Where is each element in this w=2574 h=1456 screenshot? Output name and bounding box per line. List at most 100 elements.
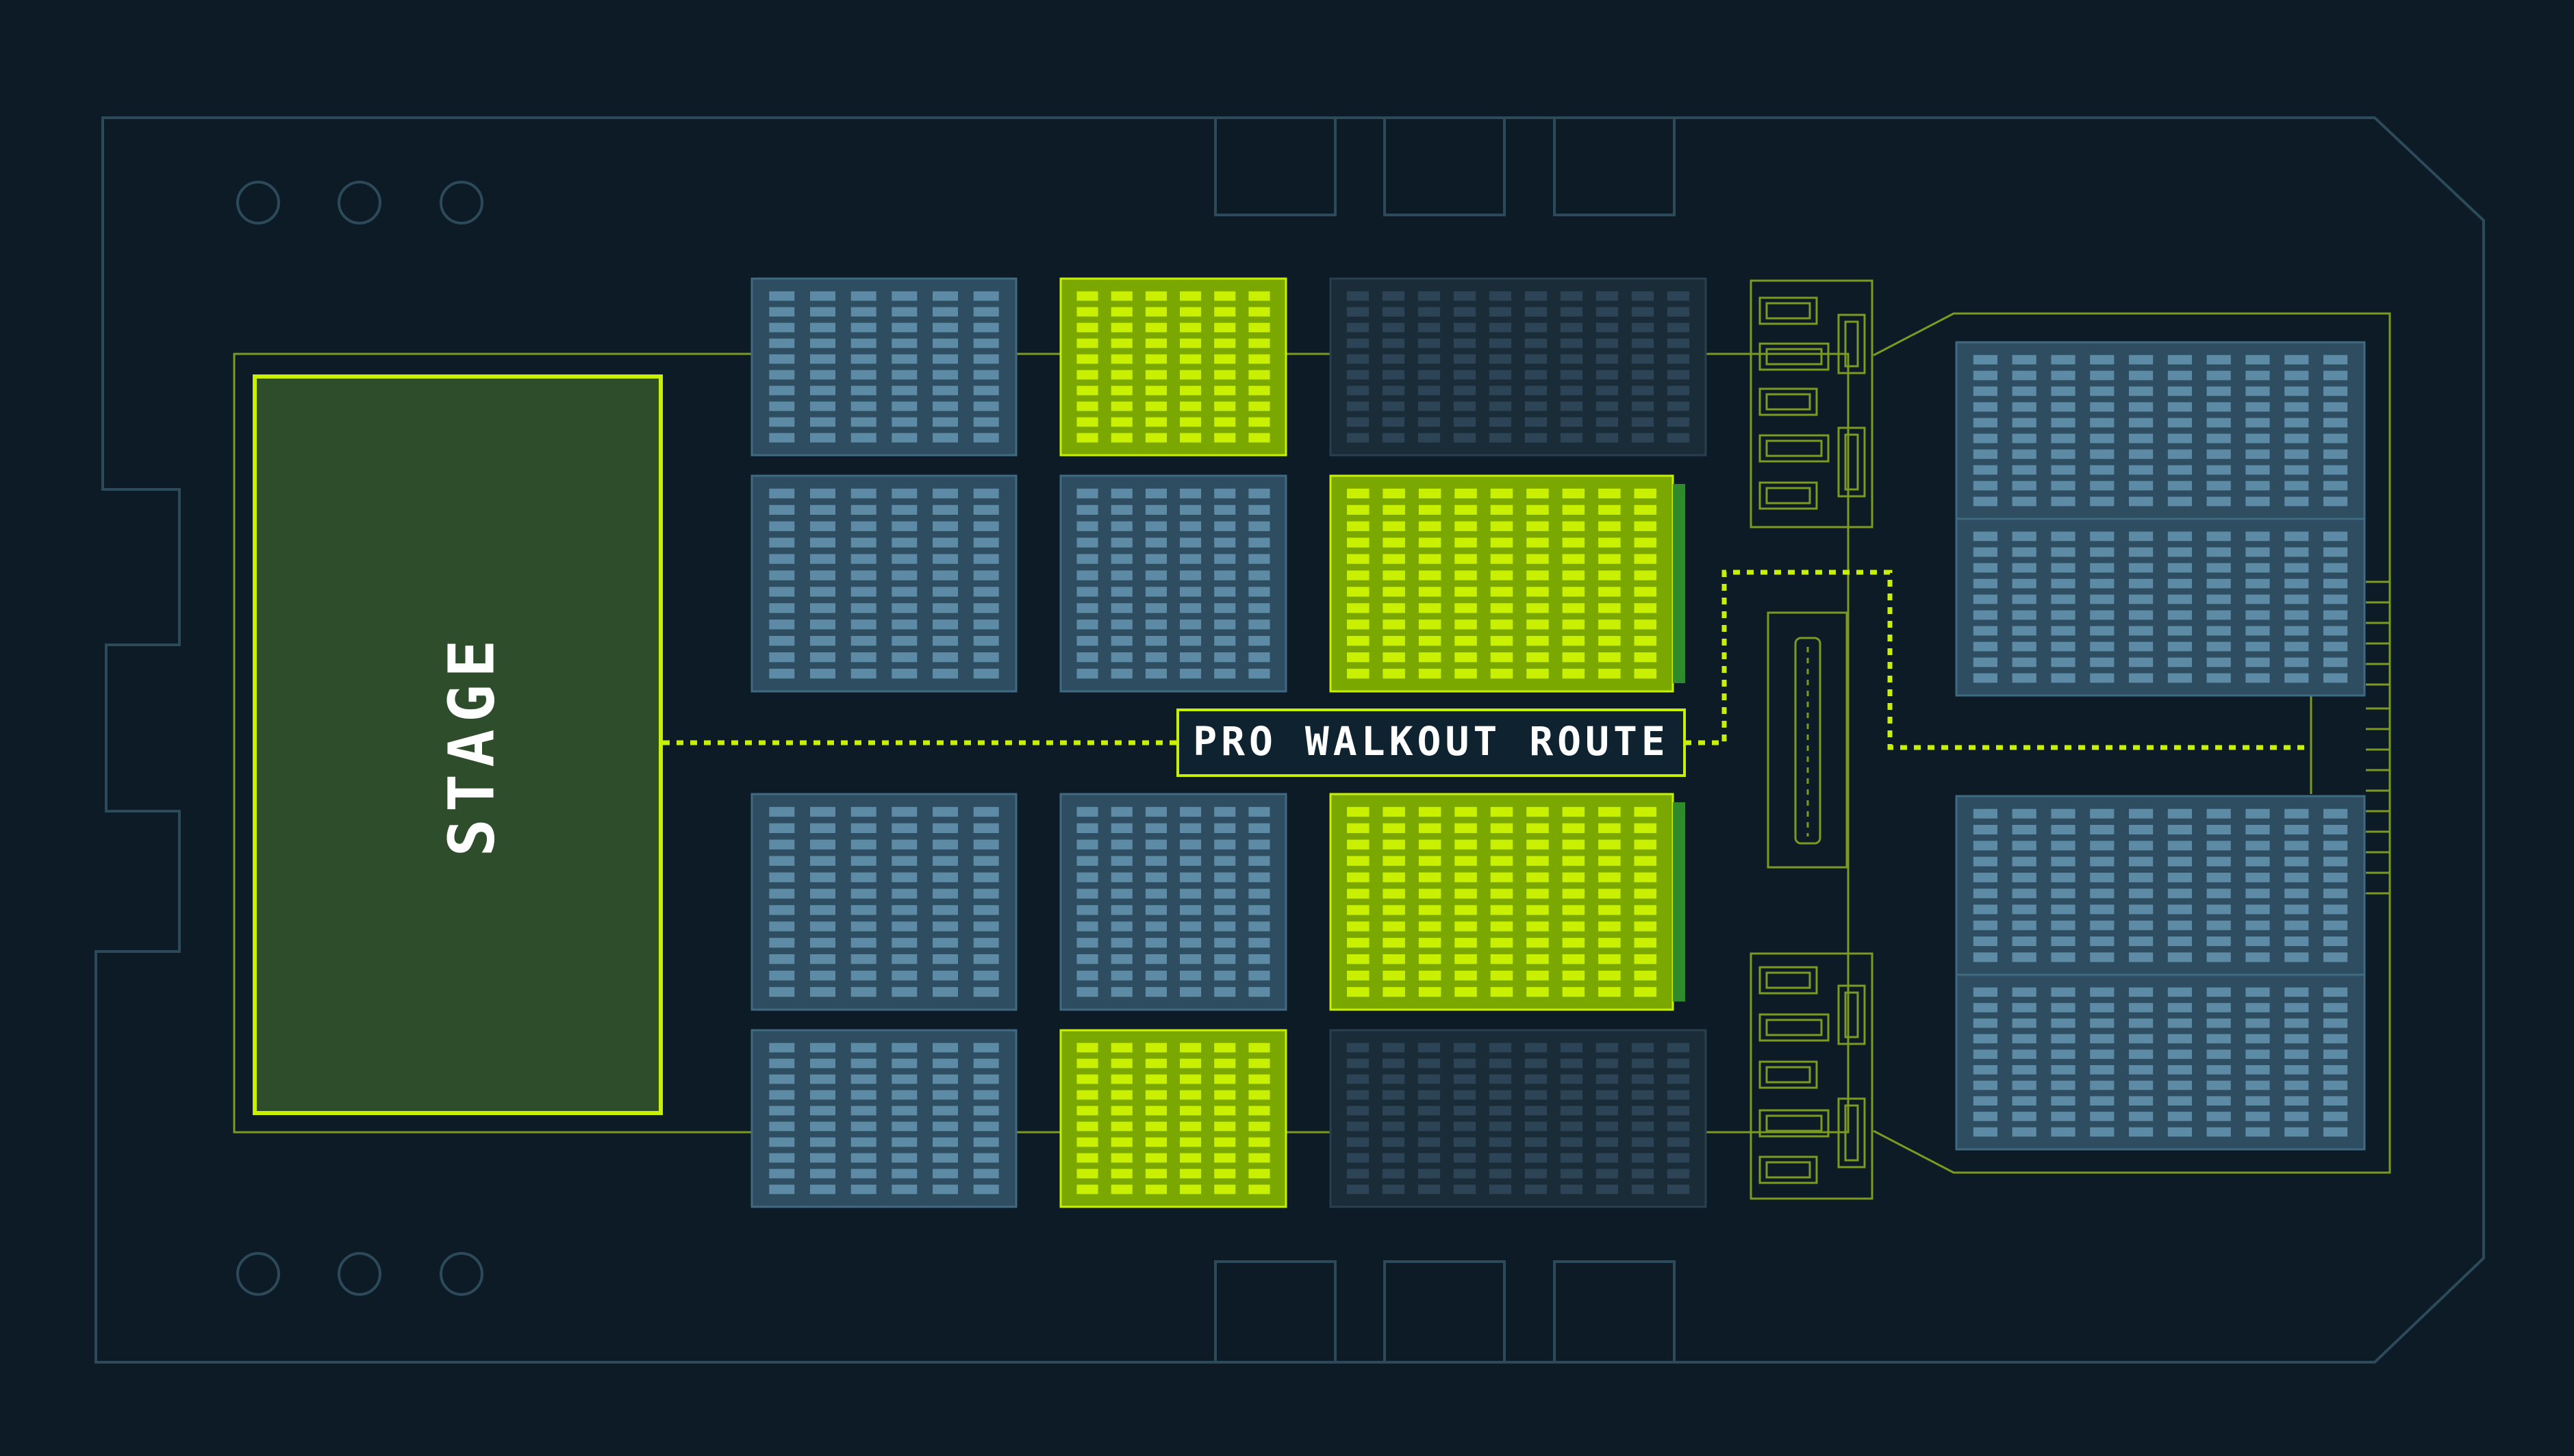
seat[interactable] [1346, 1058, 1370, 1069]
seat[interactable] [1562, 839, 1585, 850]
seat[interactable] [1526, 954, 1549, 965]
seat-block-mid-upper-floor[interactable] [1329, 474, 1685, 693]
seat[interactable] [1076, 338, 1098, 348]
seat[interactable] [2090, 563, 2115, 573]
seat[interactable] [973, 889, 999, 899]
seat[interactable] [1598, 921, 1621, 932]
seat[interactable] [2051, 594, 2075, 604]
seat[interactable] [1598, 620, 1621, 630]
seat[interactable] [1111, 1074, 1133, 1084]
seat[interactable] [1490, 603, 1513, 613]
seat[interactable] [1631, 1090, 1654, 1100]
seat[interactable] [1076, 1121, 1098, 1132]
seat[interactable] [2051, 1080, 2075, 1090]
seat[interactable] [1383, 905, 1405, 915]
seat[interactable] [2245, 1080, 2270, 1090]
seat[interactable] [1248, 636, 1270, 646]
seat[interactable] [850, 938, 876, 948]
seat[interactable] [1490, 954, 1513, 965]
seat[interactable] [1562, 921, 1585, 932]
seat[interactable] [1347, 823, 1370, 833]
seat[interactable] [850, 839, 876, 850]
seat[interactable] [2167, 547, 2192, 557]
seat[interactable] [1634, 971, 1657, 981]
seat[interactable] [1076, 603, 1098, 613]
seat[interactable] [2167, 578, 2192, 589]
seat[interactable] [1598, 668, 1621, 679]
seat[interactable] [1524, 1168, 1548, 1179]
seat[interactable] [1180, 401, 1202, 411]
seat[interactable] [1214, 322, 1236, 333]
seat[interactable] [1417, 1168, 1441, 1179]
seat[interactable] [1595, 1153, 1619, 1163]
seat[interactable] [1595, 1137, 1619, 1147]
seat[interactable] [1418, 587, 1441, 597]
seat[interactable] [973, 338, 999, 348]
seat[interactable] [1560, 354, 1583, 364]
seat[interactable] [1973, 1096, 1997, 1106]
seat[interactable] [2245, 808, 2270, 819]
seat[interactable] [810, 954, 835, 965]
seat[interactable] [810, 856, 835, 866]
seat[interactable] [973, 385, 999, 396]
seat[interactable] [2284, 936, 2309, 947]
seat[interactable] [933, 1074, 958, 1084]
seat[interactable] [1145, 291, 1167, 301]
seat[interactable] [1214, 905, 1236, 915]
seat[interactable] [810, 401, 835, 411]
seat[interactable] [1076, 307, 1098, 317]
seat[interactable] [1526, 889, 1549, 899]
seat[interactable] [1076, 620, 1098, 630]
seat[interactable] [1145, 856, 1167, 866]
seat[interactable] [1111, 652, 1133, 663]
seat[interactable] [2323, 449, 2348, 459]
seat[interactable] [1667, 401, 1690, 411]
seat[interactable] [1383, 537, 1405, 548]
seat[interactable] [892, 806, 918, 817]
seat[interactable] [1524, 1106, 1548, 1116]
seat[interactable] [1383, 603, 1405, 613]
seat[interactable] [1076, 954, 1098, 965]
seat[interactable] [2245, 1096, 2270, 1106]
seat[interactable] [2051, 987, 2075, 997]
seat[interactable] [892, 385, 918, 396]
seat[interactable] [2012, 1018, 2036, 1028]
seat[interactable] [892, 322, 918, 333]
seat[interactable] [1180, 570, 1202, 580]
seat[interactable] [2245, 370, 2270, 381]
seat[interactable] [1111, 354, 1133, 364]
seat[interactable] [2051, 547, 2075, 557]
seat[interactable] [1631, 1153, 1654, 1163]
seat[interactable] [973, 537, 999, 548]
seat[interactable] [1631, 322, 1654, 333]
seat[interactable] [1973, 626, 1997, 636]
seat[interactable] [933, 823, 958, 833]
seat[interactable] [2051, 418, 2075, 428]
seat[interactable] [1973, 673, 1997, 683]
seat[interactable] [2245, 952, 2270, 962]
seat[interactable] [1598, 971, 1621, 981]
seat[interactable] [2129, 936, 2154, 947]
seat[interactable] [1560, 1058, 1583, 1069]
seat[interactable] [1383, 921, 1405, 932]
seat[interactable] [1562, 954, 1585, 965]
seat[interactable] [1248, 603, 1270, 613]
seat[interactable] [850, 620, 876, 630]
seat[interactable] [2284, 1049, 2309, 1059]
seat[interactable] [1383, 986, 1405, 997]
seat[interactable] [1667, 1058, 1690, 1069]
seat[interactable] [933, 889, 958, 899]
seat[interactable] [973, 401, 999, 411]
seat[interactable] [973, 1168, 999, 1179]
seat[interactable] [2245, 889, 2270, 899]
seat[interactable] [1111, 1043, 1133, 1053]
seat[interactable] [850, 1153, 876, 1163]
seat[interactable] [1418, 921, 1441, 932]
seat[interactable] [2090, 355, 2115, 365]
seat[interactable] [2051, 578, 2075, 589]
seat[interactable] [2090, 841, 2115, 851]
seat[interactable] [2245, 641, 2270, 652]
seat[interactable] [2090, 1049, 2115, 1059]
seat[interactable] [2206, 808, 2231, 819]
seat[interactable] [850, 1168, 876, 1179]
